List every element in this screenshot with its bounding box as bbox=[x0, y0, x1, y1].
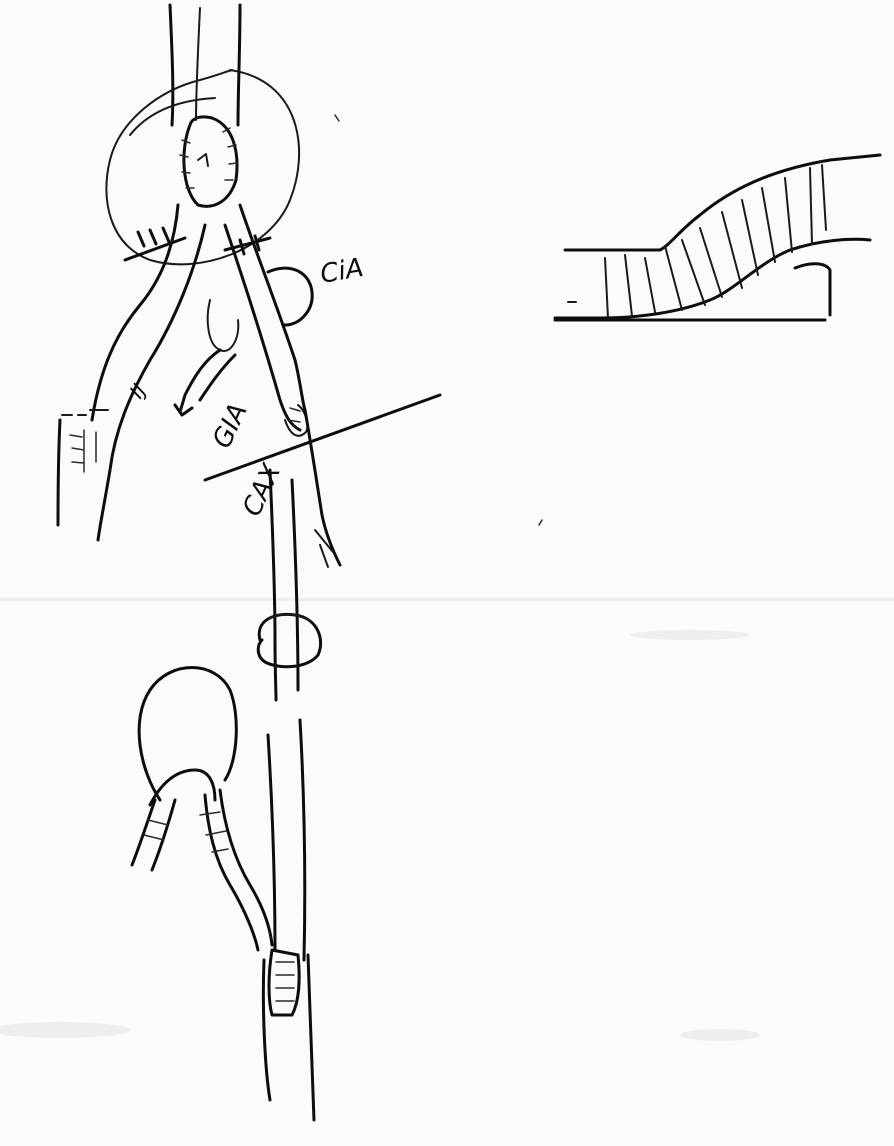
balloon-left-limb bbox=[132, 800, 155, 865]
graft-side-wall bbox=[795, 264, 830, 315]
upper-vessel-inner-wall bbox=[196, 8, 200, 120]
side-branch-arrow bbox=[175, 405, 192, 415]
label-cia: CiA bbox=[318, 253, 366, 290]
limb-sutures bbox=[144, 812, 228, 852]
lower-vessel-inner bbox=[292, 480, 298, 690]
label-cax: CAX bbox=[237, 458, 287, 520]
clip-mark-left bbox=[125, 228, 185, 260]
descending-vessel-left bbox=[268, 735, 275, 950]
graft-hatching bbox=[605, 165, 826, 318]
lower-diagram bbox=[132, 668, 314, 1121]
inner-pouch bbox=[184, 117, 237, 206]
stray-mark bbox=[335, 115, 339, 121]
cia-inner-loop bbox=[208, 300, 239, 351]
pouch-mark bbox=[198, 154, 208, 166]
stray-mark bbox=[539, 520, 542, 525]
graft-diagram bbox=[555, 155, 880, 320]
scan-artifacts bbox=[0, 598, 894, 1041]
junction-sutures bbox=[276, 962, 294, 1001]
vascular-diagram: CiA GIA CAX IJ bbox=[58, 5, 440, 700]
balloon-right-limb bbox=[205, 795, 258, 950]
right-branch-outer bbox=[225, 225, 300, 430]
descending-stub-right bbox=[308, 955, 314, 1120]
descending-junction bbox=[269, 950, 299, 1015]
right-tip-sutures bbox=[288, 408, 300, 422]
lower-vessel-frays bbox=[315, 530, 333, 567]
left-branch-inner bbox=[98, 225, 205, 540]
balloon-left-limb-inner bbox=[152, 800, 175, 870]
balloon-right-limb-inner bbox=[220, 790, 272, 945]
label-gia: GIA bbox=[207, 399, 253, 453]
balloon-outline bbox=[139, 668, 236, 801]
graft-upper-wall bbox=[565, 155, 880, 250]
descending-vessel-right bbox=[300, 720, 305, 960]
pouch-sutures bbox=[180, 128, 237, 188]
upper-vessel-right-wall bbox=[238, 5, 240, 125]
left-stub-wall bbox=[58, 420, 60, 525]
left-stub-sutures bbox=[70, 430, 96, 472]
cia-loop bbox=[268, 268, 312, 325]
